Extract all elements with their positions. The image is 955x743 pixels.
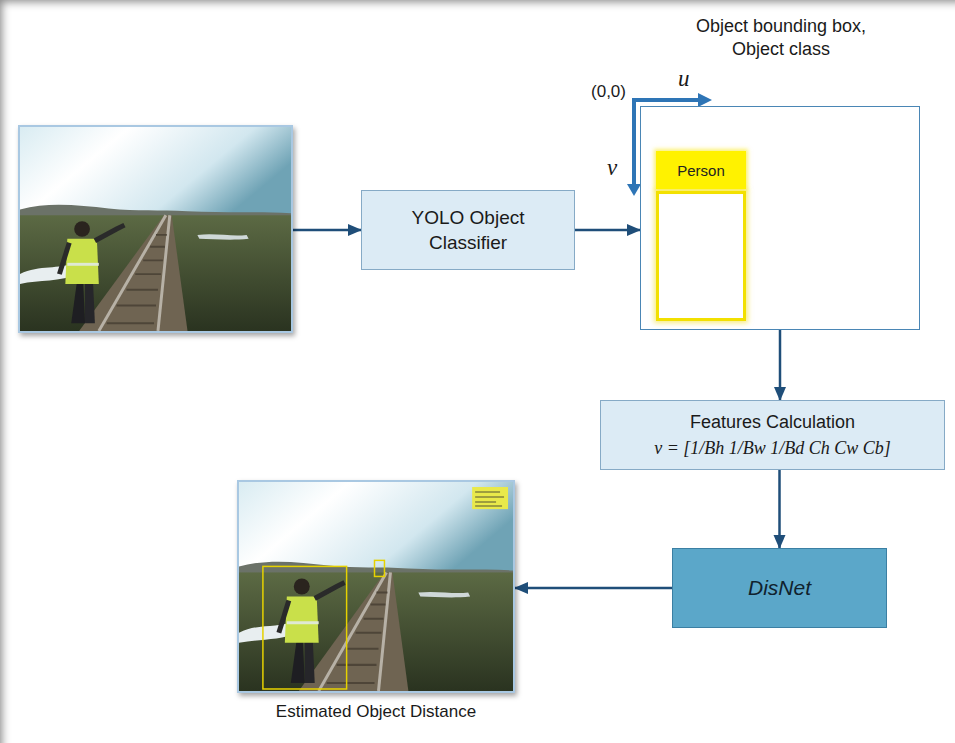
process-box: Features Calculationv = [1/Bh 1/Bw 1/Bd … xyxy=(600,400,945,470)
text-holder: Person xyxy=(656,151,746,189)
flow-arrow xyxy=(293,229,361,232)
input-photo xyxy=(18,125,293,333)
text-holder: YOLO Object Classifier xyxy=(362,191,574,269)
class-tag: Person xyxy=(656,151,746,189)
panel-heading: Object bounding box, Object class xyxy=(681,15,881,61)
origin-label: (0,0) xyxy=(566,82,626,102)
flow-arrow xyxy=(778,470,781,548)
flow-arrow xyxy=(779,330,782,400)
flow-arrow xyxy=(515,587,672,590)
text-holder: DisNet xyxy=(673,549,886,627)
class-label: Person xyxy=(677,162,725,179)
feature-vector: v = [1/Bh 1/Bw 1/Bd Ch Cw Cb] xyxy=(654,436,891,460)
process-box: YOLO Object Classifier xyxy=(361,190,575,270)
railway-photo xyxy=(20,127,291,331)
process-label: Features Calculation xyxy=(690,410,855,434)
text-holder xyxy=(20,127,291,331)
network-box: DisNet xyxy=(672,548,887,628)
text-holder: Object bounding box, Object class xyxy=(681,15,881,61)
text-holder: Estimated Object Distance xyxy=(219,701,533,723)
output-photo: Estimated Object Distance xyxy=(237,480,515,693)
flow-arrow xyxy=(575,229,640,232)
bounding-box xyxy=(656,191,746,321)
process-label: YOLO Object Classifier xyxy=(393,205,543,255)
v-axis-head xyxy=(627,184,641,196)
text-holder: Features Calculationv = [1/Bh 1/Bw 1/Bd … xyxy=(601,401,944,469)
network-label: DisNet xyxy=(748,576,811,600)
railway-photo xyxy=(239,482,513,691)
photo-caption: Estimated Object Distance xyxy=(219,701,533,723)
axis-label: v xyxy=(607,155,627,181)
output-panel: Object bounding box, Object classPerson xyxy=(640,106,920,330)
axis-label: u xyxy=(678,66,698,92)
u-axis-head xyxy=(698,93,712,107)
